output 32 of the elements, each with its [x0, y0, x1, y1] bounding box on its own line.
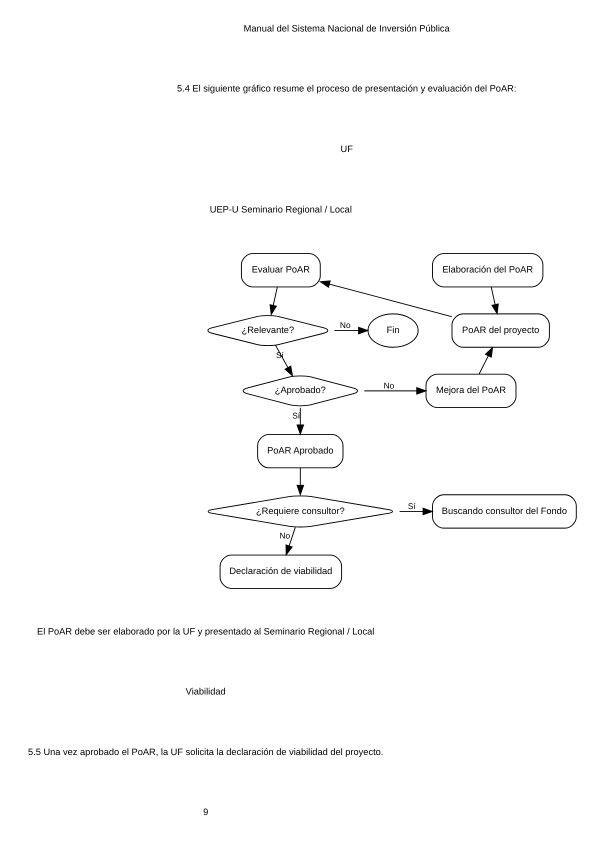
edge-label: No [383, 380, 394, 390]
label: Manual del Sistema Nacional de Inversión Pública [243, 23, 450, 34]
node-box: Elaboración del PoAR [432, 253, 543, 288]
label: 9 [202, 807, 208, 818]
node-ellipse: Fin [367, 313, 418, 348]
node-box: Declaración de viabilidad [219, 554, 342, 589]
arrow [398, 508, 434, 516]
label: 5.5 Una vez aprobado el PoAR, la UF solicita la declaración de viabilidad del proyecto. [28, 746, 383, 757]
arrow [274, 344, 293, 377]
edge-label: Sí [407, 500, 416, 511]
edge-label: No [339, 320, 350, 330]
label: UF [340, 144, 352, 154]
label: 5.4 El siguiente gráfico resume el proceso de presentación y evaluación del PoAR: [176, 84, 516, 94]
arrow [269, 286, 278, 316]
node-box: Evaluar PoAR [240, 253, 320, 288]
node-box: Buscando consultor del Fondo [432, 494, 576, 529]
node-box: Mejora del PoAR [425, 374, 516, 408]
edge-label: No [278, 530, 290, 540]
arrow [363, 386, 427, 395]
label: El PoAR debe ser elaborado por la UF y presentado al Seminario Regional / Local [36, 626, 374, 636]
node-box: PoAR del proyecto [451, 313, 550, 348]
label: UEP-U Seminario Regional / Local [209, 204, 352, 214]
node-box: PoAR Aprobado [256, 434, 343, 468]
arrow [285, 526, 296, 556]
arrow [333, 326, 369, 334]
arrow [296, 407, 304, 436]
arrow [490, 286, 498, 316]
arrow [296, 468, 304, 496]
arrow [478, 346, 493, 374]
arrow [318, 280, 452, 318]
label: Viabilidad [185, 686, 226, 697]
edge-label: Sí [292, 410, 300, 420]
